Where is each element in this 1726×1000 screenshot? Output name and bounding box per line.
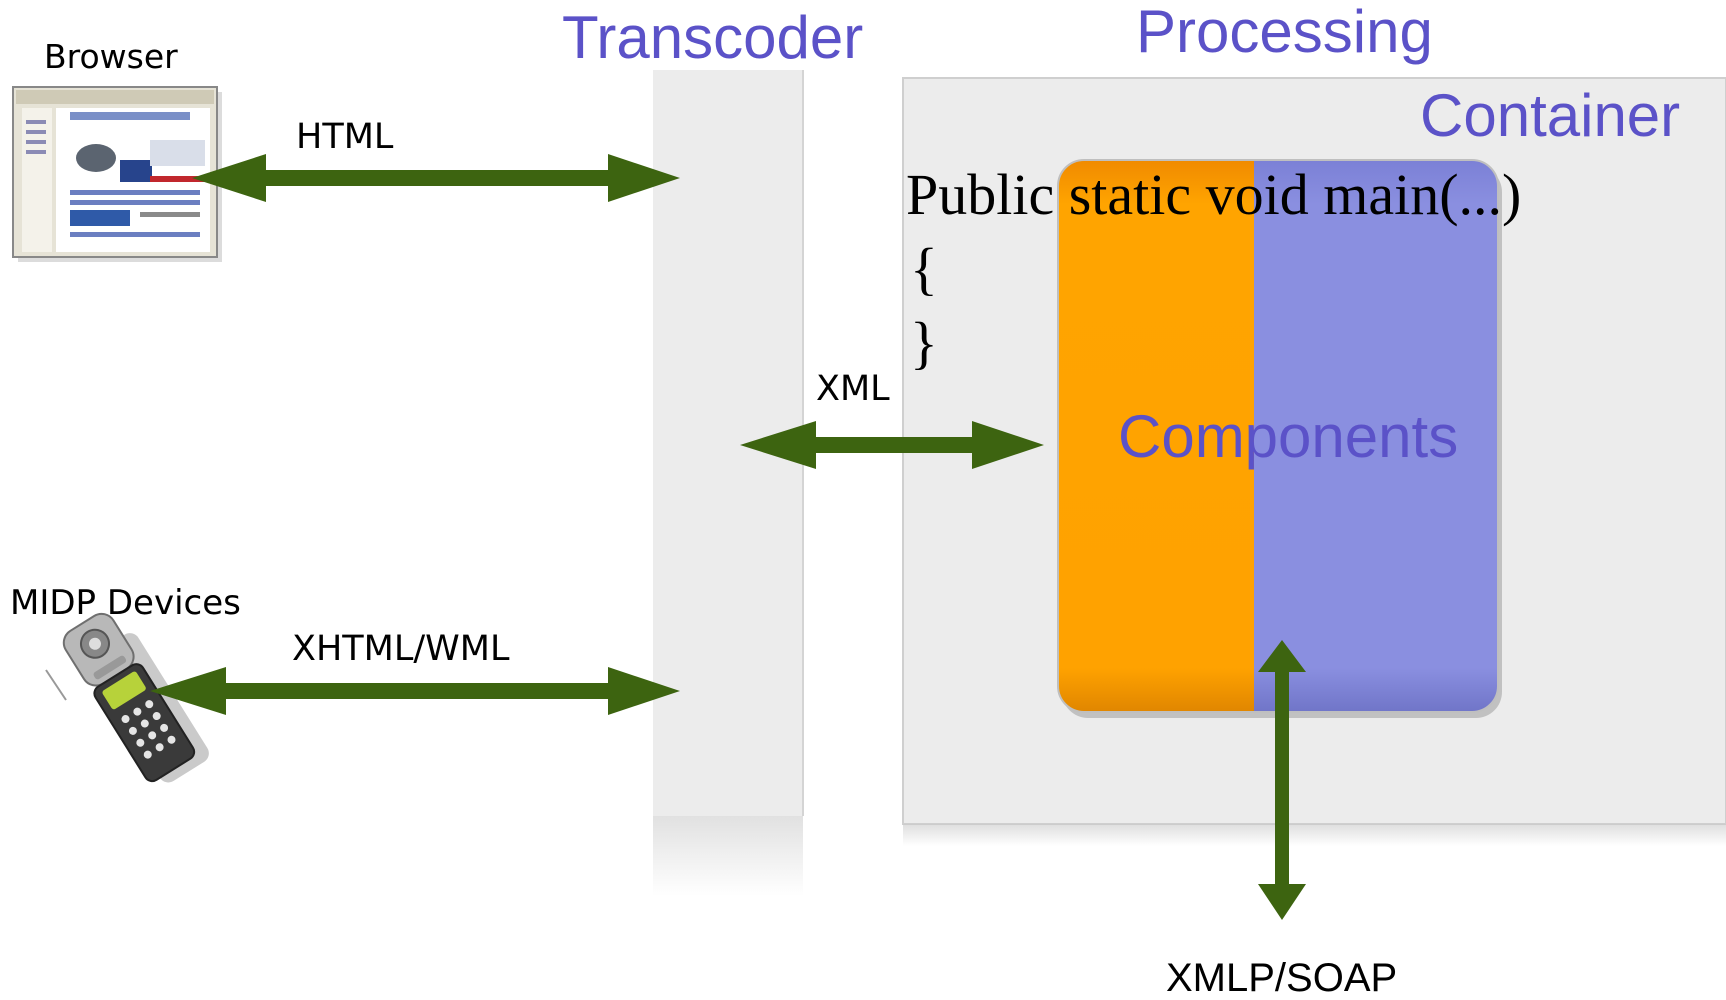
xmlp-soap-label: XMLP/SOAP [1166, 956, 1398, 1000]
code-open-brace: { [910, 236, 938, 301]
code-signature: Public static void main(...) [906, 162, 1522, 227]
xml-arrow [740, 421, 1044, 469]
flip-phone-icon [62, 612, 209, 783]
container-heading: Container [1420, 82, 1681, 149]
xmlp-soap-arrow [1258, 640, 1306, 920]
processing-heading: Processing [1136, 0, 1433, 65]
transcoder-heading: Transcoder [562, 4, 864, 71]
html-label: HTML [296, 117, 394, 157]
browser-label: Browser [44, 37, 178, 76]
code-close-brace: } [910, 310, 938, 375]
xml-label: XML [816, 369, 890, 409]
xhtml-wml-arrow [150, 667, 680, 715]
browser-window-icon [12, 86, 222, 262]
transcoder-panel [653, 70, 804, 896]
html-arrow [192, 154, 680, 202]
phone-antenna [45, 669, 67, 701]
xhtml-wml-label: XHTML/WML [292, 629, 510, 669]
midp-devices-label: MIDP Devices [10, 583, 241, 623]
components-label: Components [1118, 403, 1459, 470]
components-box [1057, 159, 1502, 718]
